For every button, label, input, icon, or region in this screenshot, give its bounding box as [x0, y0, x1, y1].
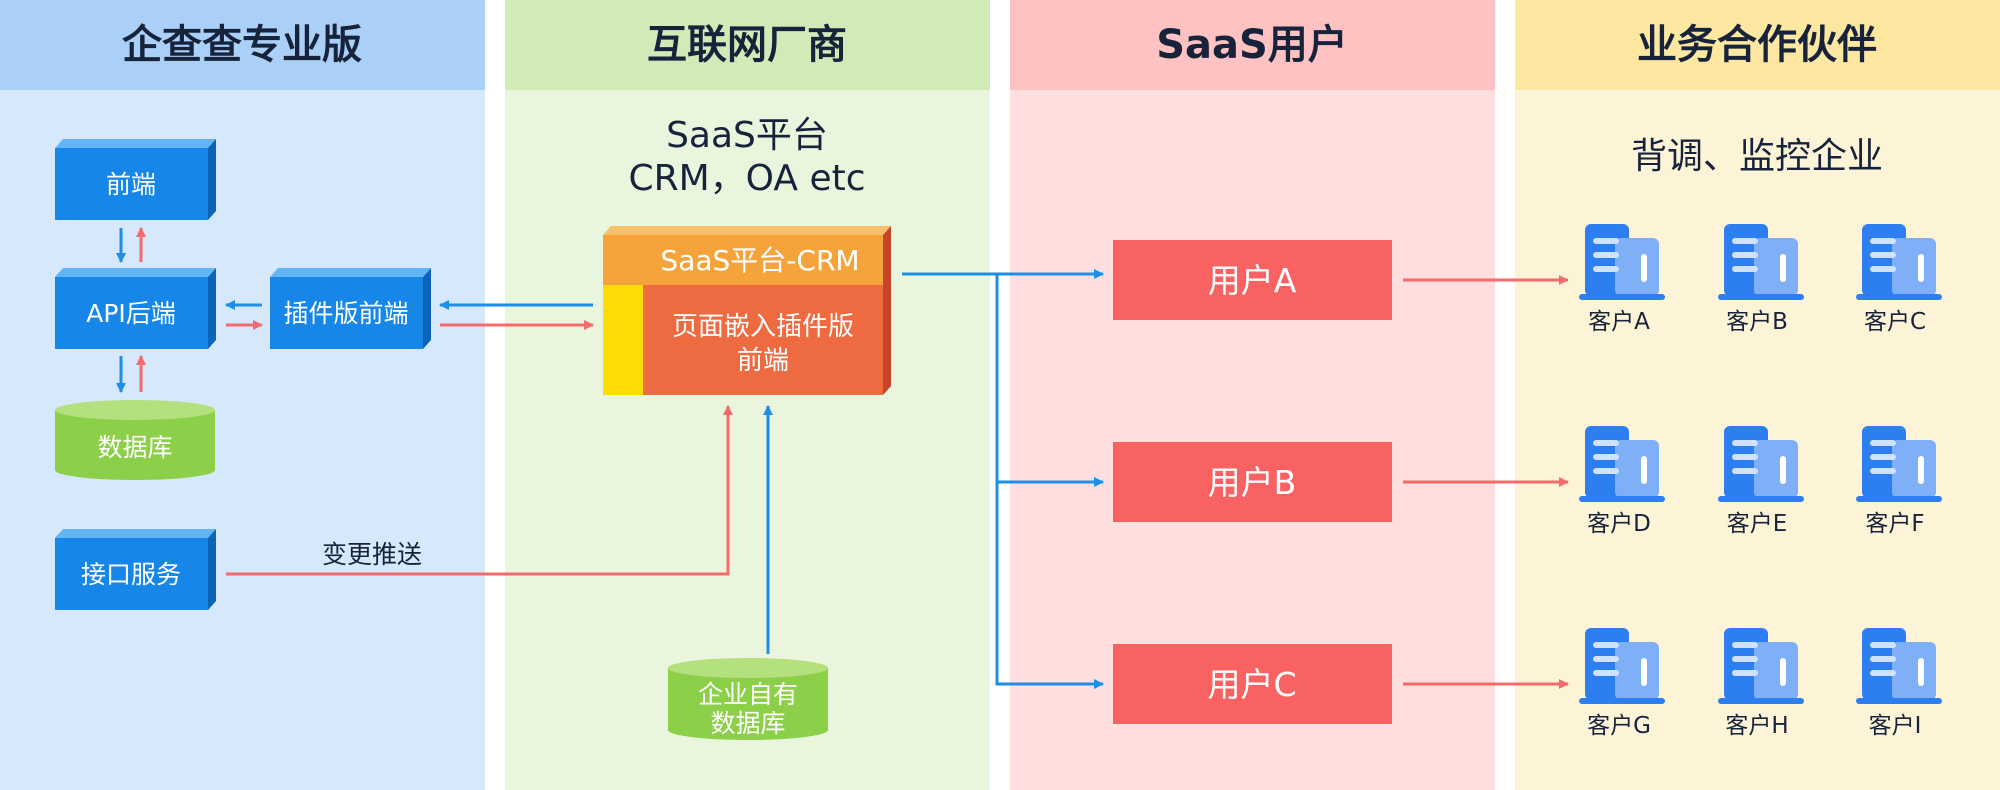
platform-title-line1: SaaS平台	[666, 115, 828, 156]
interface-service-label: 接口服务	[81, 560, 181, 589]
user-label-b: 用户B	[1208, 463, 1297, 502]
user-box-b: 用户B	[1113, 442, 1392, 522]
client-a: 客户A	[1579, 224, 1665, 335]
embed-plugin-label-line2: 前端	[737, 346, 789, 376]
plugin-frontend-label: 插件版前端	[283, 299, 408, 328]
change-push-label: 变更推送	[322, 540, 422, 569]
client-g: 客户G	[1579, 628, 1665, 739]
client-d: 客户D	[1579, 426, 1665, 537]
column-title-vendor: 互联网厂商	[647, 22, 847, 68]
column-title-partner: 业务合作伙伴	[1637, 22, 1877, 68]
frontend-label: 前端	[106, 170, 156, 199]
arrow-change-push	[226, 405, 733, 576]
api-backend-label: API后端	[86, 299, 176, 328]
client-label-h: 客户H	[1725, 713, 1788, 739]
user-box-c: 用户C	[1113, 644, 1392, 724]
own-database-label-line2: 数据库	[710, 709, 785, 738]
crm-header-label: SaaS平台-CRM	[660, 244, 859, 277]
crm-plugin-block: SaaS平台-CRM 页面嵌入插件版 前端	[603, 226, 891, 395]
column-title-saas-user: SaaS用户	[1156, 22, 1348, 68]
user-label-a: 用户A	[1208, 261, 1297, 300]
column-title-qcc: 企查查专业版	[122, 22, 362, 68]
client-f: 客户F	[1856, 426, 1942, 537]
client-label-b: 客户B	[1726, 309, 1788, 335]
client-i: 客户I	[1856, 628, 1942, 739]
client-label-i: 客户I	[1869, 713, 1922, 739]
plugin-frontend-box: 插件版前端	[270, 268, 431, 349]
client-e: 客户E	[1718, 426, 1804, 537]
client-label-d: 客户D	[1587, 511, 1651, 537]
own-database-cylinder: 企业自有 数据库	[668, 658, 828, 740]
api-backend-box: API后端	[55, 268, 216, 349]
client-label-f: 客户F	[1865, 511, 1924, 537]
client-label-c: 客户C	[1864, 309, 1926, 335]
client-h: 客户H	[1718, 628, 1804, 739]
client-label-a: 客户A	[1588, 309, 1650, 335]
arrow-crm-to-user-c	[995, 482, 1104, 689]
client-label-e: 客户E	[1727, 511, 1788, 537]
partner-subtitle: 背调、监控企业	[1631, 136, 1883, 177]
frontend-box: 前端	[55, 139, 216, 220]
user-box-a: 用户A	[1113, 240, 1392, 320]
platform-title-line2: CRM，OA etc	[628, 158, 865, 199]
embed-plugin-label-line1: 页面嵌入插件版	[672, 312, 854, 342]
client-b: 客户B	[1718, 224, 1804, 335]
own-database-label-line1: 企业自有	[698, 680, 798, 709]
user-label-c: 用户C	[1207, 665, 1296, 704]
interface-service-box: 接口服务	[55, 529, 216, 610]
database-cylinder: 数据库	[55, 400, 215, 480]
database-label: 数据库	[97, 433, 172, 462]
client-c: 客户C	[1856, 224, 1942, 335]
client-label-g: 客户G	[1587, 713, 1651, 739]
column-qcc: 企查查专业版	[0, 0, 485, 790]
